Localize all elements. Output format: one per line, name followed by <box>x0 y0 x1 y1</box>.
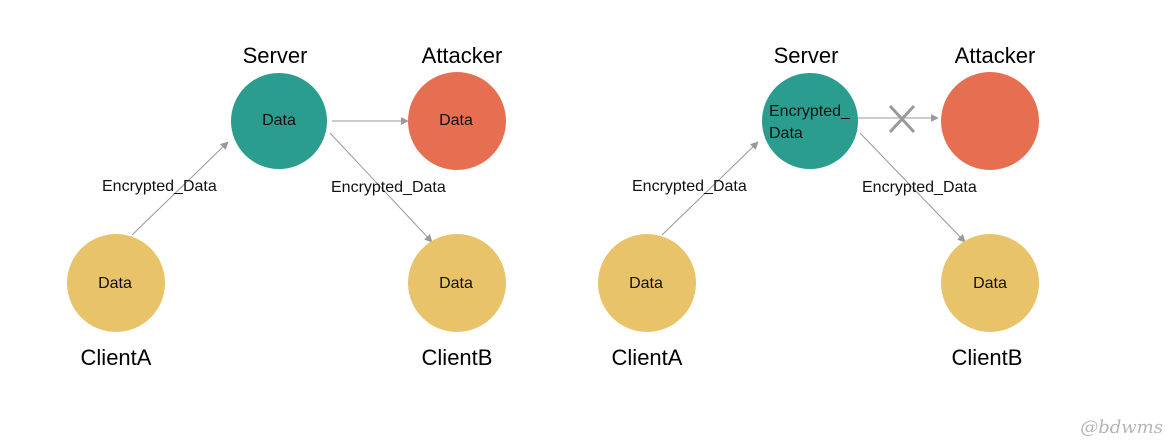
attacker-node-label: Data <box>439 112 473 129</box>
clientA-title: ClientA <box>612 345 683 370</box>
clientB-title: ClientB <box>952 345 1023 370</box>
clientB-node <box>408 234 506 332</box>
attacker-title: Attacker <box>955 43 1036 68</box>
edge-clientA-to-server <box>661 141 759 236</box>
clientB-node-label: Data <box>973 275 1007 292</box>
edge-server-to-clientB <box>329 132 433 243</box>
x-mark-icon <box>888 104 916 134</box>
server-node <box>231 73 327 169</box>
attacker-node <box>941 72 1039 170</box>
edge-label-server-b: Encrypted_Data <box>331 179 446 196</box>
clientA-node-label: Data <box>629 275 663 292</box>
server-node <box>762 73 858 169</box>
clientB-node <box>941 234 1039 332</box>
left-diagram: Encrypted_Data Encrypted_Data Server Dat… <box>67 43 506 370</box>
server-title: Server <box>774 43 839 68</box>
clientB-title: ClientB <box>422 345 493 370</box>
watermark: @bdwms <box>1080 417 1163 438</box>
edge-label-a-server: Encrypted_Data <box>632 178 747 195</box>
server-title: Server <box>243 43 308 68</box>
right-diagram: Encrypted_Data Encrypted_Data Server Enc… <box>598 43 1039 370</box>
attacker-node <box>408 72 506 170</box>
clientA-node-label: Data <box>98 275 132 292</box>
clientA-title: ClientA <box>81 345 152 370</box>
edge-server-to-clientB <box>859 132 966 243</box>
attacker-title: Attacker <box>422 43 503 68</box>
clientA-node <box>67 234 165 332</box>
edge-label-a-server: Encrypted_Data <box>102 178 217 195</box>
server-node-label-line2: Data <box>769 125 803 142</box>
server-node-label: Data <box>262 112 296 129</box>
server-node-label-line1: Encrypted_ <box>769 103 851 120</box>
clientB-node-label: Data <box>439 275 473 292</box>
edge-clientA-to-server <box>131 141 229 236</box>
edge-label-server-b: Encrypted_Data <box>862 179 977 196</box>
clientA-node <box>598 234 696 332</box>
